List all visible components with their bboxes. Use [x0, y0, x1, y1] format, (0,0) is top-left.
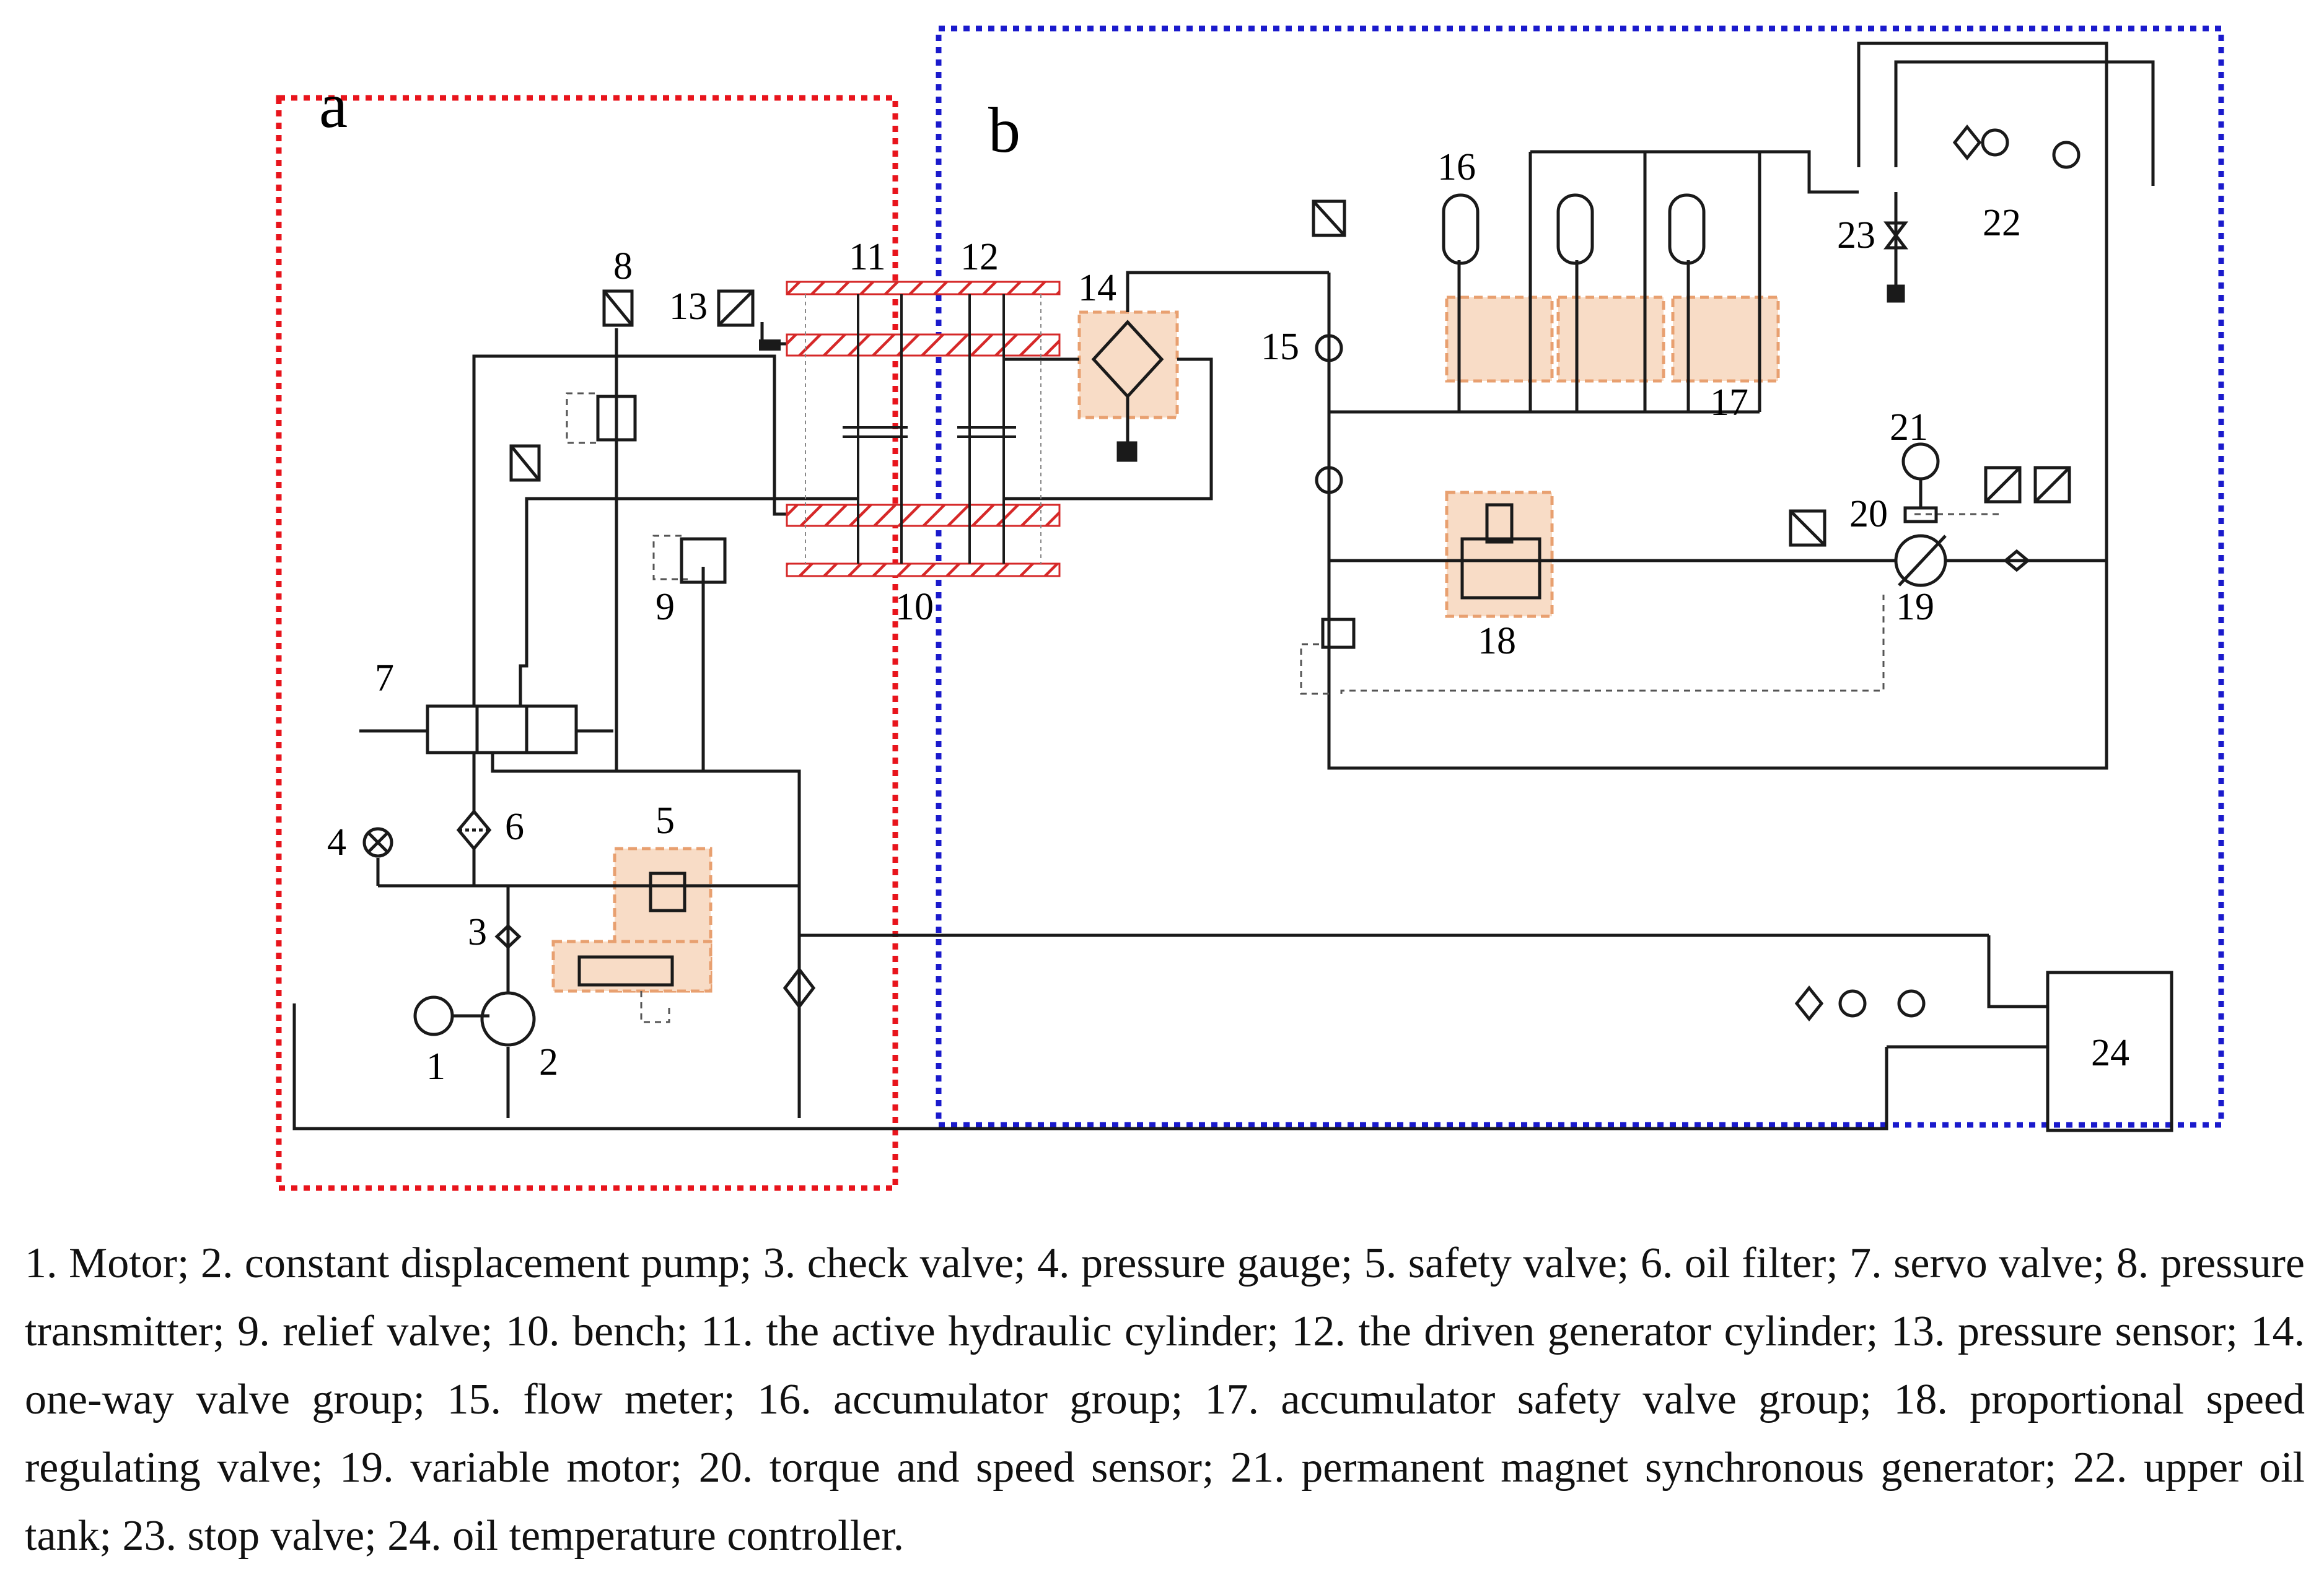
oil-filter-icon: [456, 809, 492, 851]
flow-meter-icon: [1315, 334, 1343, 362]
label-20: 20: [1849, 493, 1888, 535]
upper-tank-return: [1894, 60, 2155, 186]
region-a-label: a: [319, 70, 348, 141]
accumulator-icon-1: [1442, 193, 1480, 265]
components: [359, 124, 2173, 1132]
label-23: 23: [1837, 214, 1875, 256]
label-11: 11: [849, 236, 886, 278]
bench-top-plate: [786, 281, 1061, 295]
relief-valve-icon-2: [1321, 618, 1356, 649]
solenoid-icon: [577, 955, 674, 987]
label-6: 6: [505, 806, 524, 848]
relief-valve-icon: [680, 537, 727, 584]
stop-valve-icon: [1883, 221, 1908, 250]
motor-icon: [413, 995, 454, 1036]
pressure-transmitter-icon-3: [1789, 509, 1826, 547]
lower-filter-icon: [1794, 985, 1824, 1022]
label-16: 16: [1437, 146, 1476, 188]
label-15: 15: [1261, 326, 1299, 368]
return-filter-icon: [783, 966, 816, 1010]
check-group-outlet: [1126, 271, 1329, 312]
label-2: 2: [539, 1041, 558, 1083]
pressure-transmitter-icon: [602, 289, 634, 327]
proportional-valve-icon: [1460, 537, 1541, 600]
accumulator-safety-group-highlight-2: [1556, 295, 1665, 383]
servo-port-b: [519, 497, 858, 706]
pilot-lines: [566, 392, 2001, 1023]
label-9: 9: [656, 586, 675, 628]
label-17: 17: [1710, 382, 1748, 424]
pressure-gauge-icon: [362, 827, 393, 858]
label-10: 10: [895, 586, 934, 628]
region-a-box: [276, 95, 898, 1191]
pump-icon: [480, 991, 536, 1047]
bench-assembly: [759, 281, 1061, 577]
pressure-sensor-icon: [717, 289, 755, 327]
label-4: 4: [327, 821, 346, 863]
label-7: 7: [375, 657, 394, 699]
accumulator-top-header: [1530, 150, 1859, 194]
label-19: 19: [1896, 586, 1934, 628]
flow-transmitter-icon: [1312, 199, 1346, 237]
level-gauge-icon: [1981, 128, 2009, 157]
lower-level-gauge-icon: [1838, 989, 1867, 1018]
controller-feed: [1987, 935, 2048, 1008]
variable-motor-icon: [1894, 534, 1947, 587]
label-3: 3: [468, 911, 487, 953]
label-18: 18: [1478, 620, 1516, 662]
hydraulic-schematic: a b: [276, 25, 2224, 1191]
torque-sensor-icon: [2033, 466, 2071, 504]
oil-temperature-controller-icon: [2046, 971, 2173, 1132]
servo-port-a: [472, 354, 858, 706]
label-24: 24: [2091, 1032, 2129, 1074]
motor-outlet: [1857, 42, 2108, 562]
component-labels: 1 2 3 4 5 6 7 8 9 10 11 12 13 14 15 16 1…: [327, 146, 2129, 1088]
speed-sensor-icon: [1984, 466, 2022, 504]
check-group-inlet: [1004, 357, 1213, 500]
tank-return-line: [292, 1003, 1888, 1130]
label-13: 13: [669, 286, 708, 328]
proportional-valve-highlight: [1445, 491, 1554, 618]
label-1: 1: [426, 1046, 445, 1088]
generator-icon: [1901, 442, 1940, 481]
lower-temperature-gauge-icon: [1897, 989, 1926, 1018]
label-5: 5: [656, 800, 675, 842]
servo-valve-icon: [426, 704, 578, 754]
cylinder-11-head: [786, 333, 1061, 357]
region-b-label: b: [988, 95, 1020, 166]
temperature-gauge-icon: [2052, 141, 2081, 169]
label-8: 8: [613, 245, 633, 287]
label-21: 21: [1890, 406, 1928, 448]
return-header: [491, 753, 801, 1118]
pressure-valve-icon: [596, 395, 637, 442]
label-22: 22: [1983, 202, 2021, 244]
region-b-box: [936, 25, 2224, 1128]
label-14: 14: [1078, 267, 1116, 309]
tank-filter-icon: [1952, 124, 1982, 161]
outlet-check-valve-icon: [2003, 549, 2030, 572]
pressure-transmitter-icon-2: [509, 444, 541, 482]
figure-caption: 1. Motor; 2. constant displacement pump;…: [25, 1239, 2305, 1560]
bench-bottom-plate: [786, 562, 1061, 577]
safety-valve-icon: [649, 872, 686, 912]
accumulator-icon-2: [1556, 193, 1594, 265]
label-12: 12: [960, 236, 999, 278]
cylinder-12-rod-plate: [786, 504, 1061, 527]
check-valve-icon: [494, 924, 522, 950]
accumulator-icon-3: [1668, 193, 1706, 265]
accumulator-safety-group-highlight-1: [1445, 295, 1554, 383]
flow-meter-icon-2: [1315, 466, 1343, 494]
